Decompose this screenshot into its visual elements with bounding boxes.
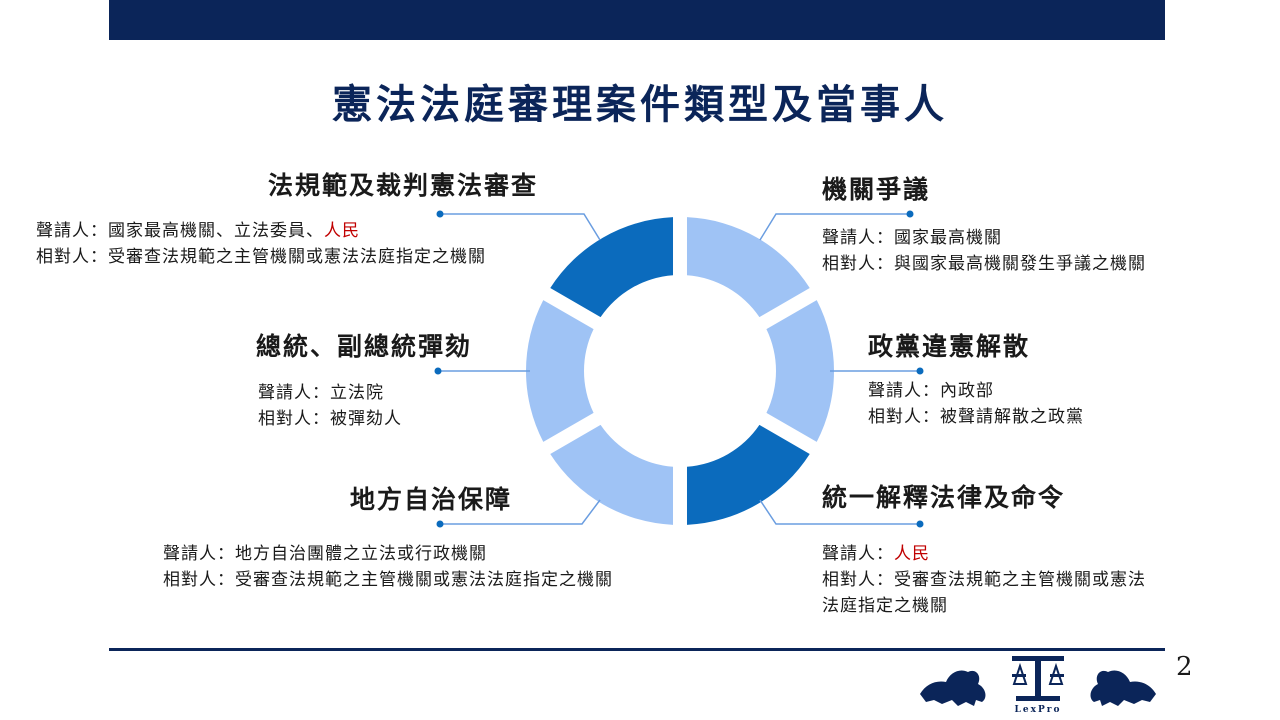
respondent-line: 相對人：受審查法規範之主管機關或憲法法庭指定之機關 [163,570,613,590]
applicant-line: 聲請人：國家最高機關、立法委員、人民 [36,218,486,244]
connector-local-autonomy [440,499,601,525]
segment-local-autonomy [550,424,674,525]
applicant-highlight: 人民 [894,544,930,564]
respondent-line: 相對人：受審查法規範之主管機關或憲法法庭指定之機關 [36,247,486,267]
connector-impeachment-dot [434,367,442,375]
heading-constitutional-review: 法規範及裁判憲法審查 [268,171,539,200]
segment-party-dissolution [766,300,834,442]
detail-organ-dispute: 聲請人：國家最高機關 相對人：與國家最高機關發生爭議之機關 [822,225,1146,277]
detail-impeachment: 聲請人：立法院 相對人：被彈劾人 [258,380,402,432]
lexpro-logo: LexPro [920,656,1156,714]
applicant-text: 聲請人： [822,544,894,564]
page-title: 憲法法庭審理案件類型及當事人 [332,81,948,128]
respondent-line: 相對人：受審查法規範之主管機關或憲法 [822,570,1146,590]
connector-uniform-interpretation-dot [916,520,924,528]
detail-uniform-interpretation: 聲請人：人民 相對人：受審查法規範之主管機關或憲法 法庭指定之機關 [822,541,1146,619]
connector-constitutional-review [440,213,601,241]
applicant-highlight: 人民 [324,221,360,241]
connector-uniform-interpretation [759,499,920,525]
applicant-line: 聲請人：國家最高機關 [822,228,1002,248]
heading-impeachment: 總統、副總統彈劾 [256,332,473,361]
segment-impeachment [526,300,594,442]
page-number: 2 [1176,652,1193,682]
respondent-line: 相對人：與國家最高機關發生爭議之機關 [822,254,1146,274]
detail-party-dissolution: 聲請人：內政部 相對人：被聲請解散之政黨 [868,378,1084,430]
segment-constitutional-review [550,217,674,318]
heading-party-dissolution: 政黨違憲解散 [868,332,1031,361]
connector-organ-dispute [759,213,910,241]
logo-text: LexPro [1015,705,1062,714]
detail-local-autonomy: 聲請人：地方自治團體之立法或行政機關 相對人：受審查法規範之主管機關或憲法法庭指… [163,541,613,593]
respondent-line: 相對人：被彈劾人 [258,409,402,429]
connector-local-autonomy-dot [436,520,444,528]
connector-party-dissolution-dot [916,367,924,375]
left-lion-icon [920,670,986,706]
segment-uniform-interpretation [686,424,810,525]
right-lion-icon [1090,670,1156,706]
connector-constitutional-review-dot [436,210,444,218]
heading-uniform-interpretation: 統一解釋法律及命令 [822,483,1066,512]
connector-organ-dispute-dot [906,210,914,218]
segment-organ-dispute [686,217,810,318]
detail-constitutional-review: 聲請人：國家最高機關、立法委員、人民 相對人：受審查法規範之主管機關或憲法法庭指… [36,218,486,270]
heading-local-autonomy: 地方自治保障 [350,485,513,514]
respondent-line-continued: 法庭指定之機關 [822,596,948,616]
applicant-line: 聲請人：立法院 [258,383,384,403]
heading-organ-dispute: 機關爭議 [822,175,931,204]
footer-rule [109,648,1165,651]
applicant-line: 聲請人：地方自治團體之立法或行政機關 [163,544,487,564]
applicant-line: 聲請人：人民 [822,541,1146,567]
applicant-line: 聲請人：內政部 [868,381,994,401]
respondent-line: 相對人：被聲請解散之政黨 [868,407,1084,427]
applicant-text: 聲請人：國家最高機關、立法委員、 [36,221,324,241]
top-banner [109,0,1165,40]
